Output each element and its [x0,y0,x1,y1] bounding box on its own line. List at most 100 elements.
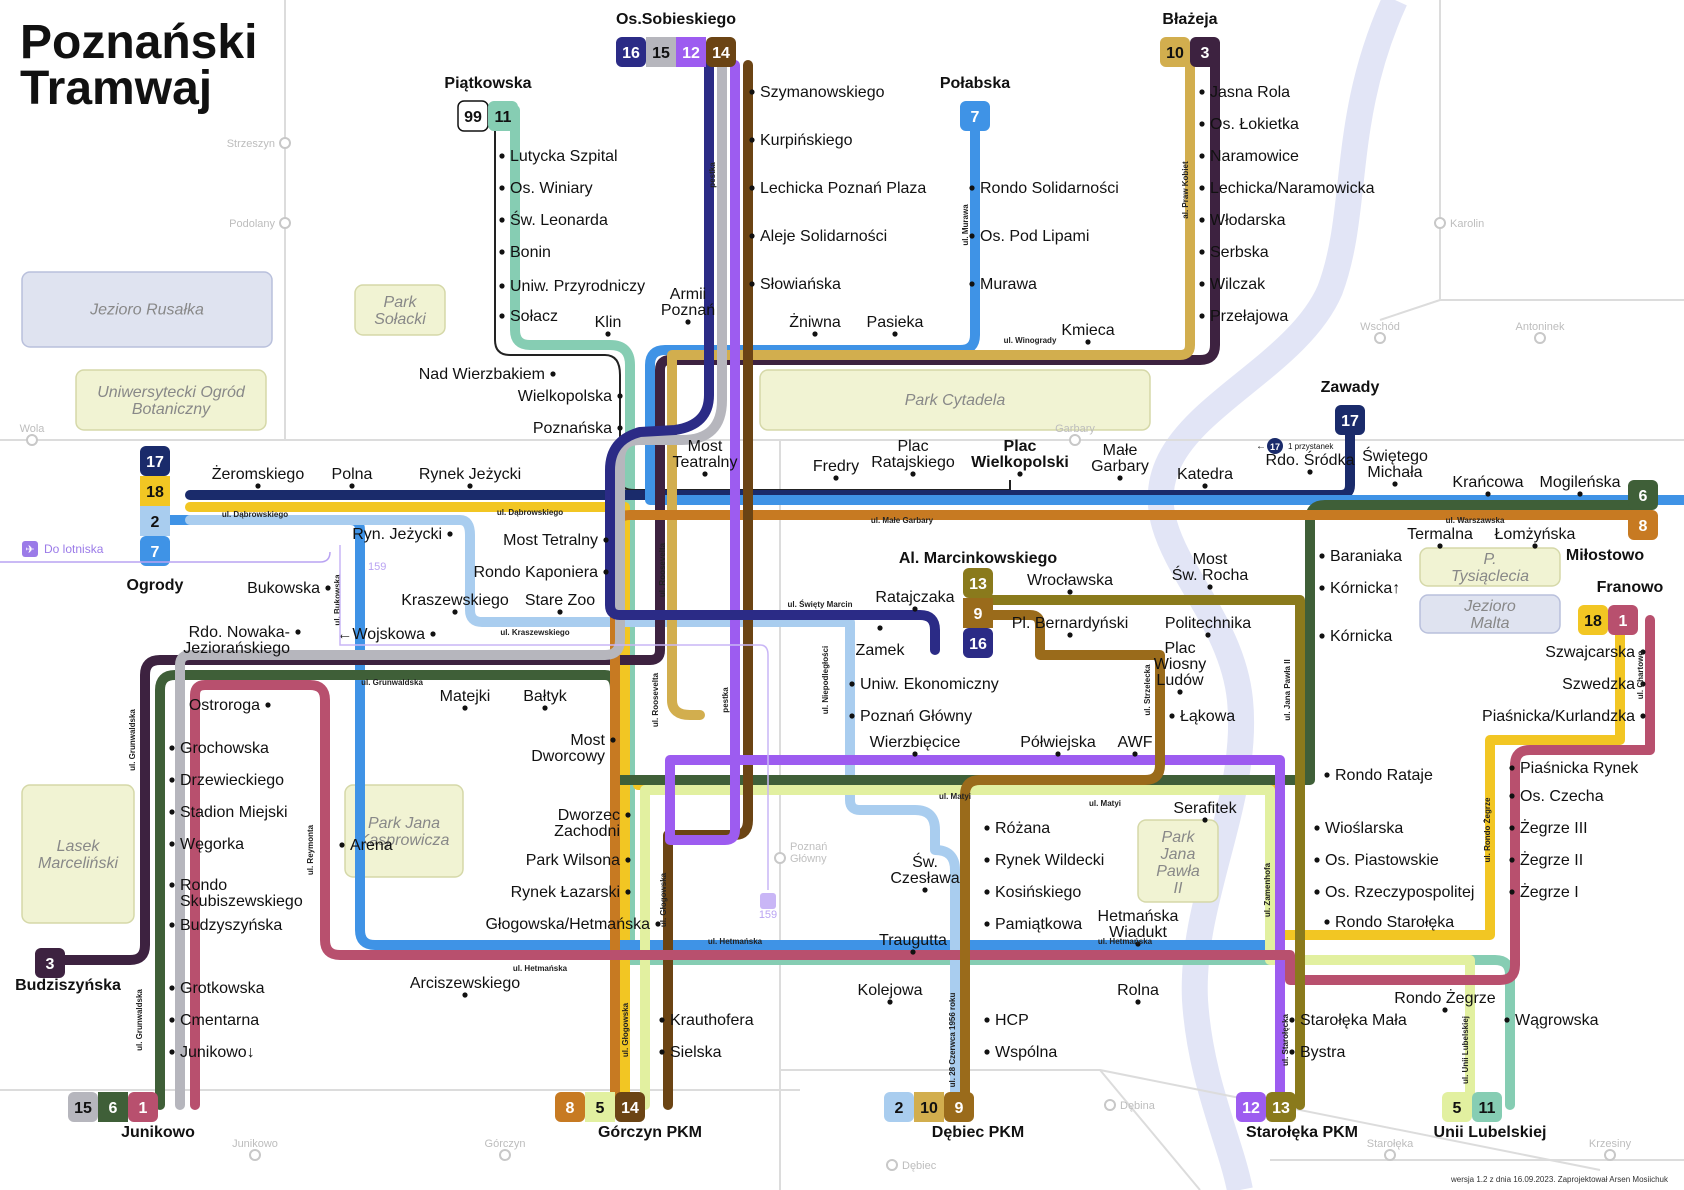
stop-rolna[interactable]: Rolna [1117,982,1159,1005]
stop-bukowska[interactable]: Bukowska [247,580,331,597]
stop-rdo-nowaka-jezioranskiego[interactable]: Rdo. Nowaka-Jeziorańskiego [183,624,301,657]
stop-kurpinskiego[interactable]: Kurpińskiego [749,132,853,149]
stop-pl-bernardynski[interactable]: Pl. Bernardyński [1012,615,1129,638]
stop-rondo-solidarnosci[interactable]: Rondo Solidarności [969,180,1119,197]
line-badge-7[interactable]: 7 [140,536,170,566]
stop-w-odarska[interactable]: Włodarska [1199,212,1286,229]
line-badge-5[interactable]: 5 [585,1092,615,1122]
stop-s-owianska[interactable]: Słowiańska [749,276,841,293]
line-badge-12[interactable]: 12 [1236,1092,1266,1122]
stop-poznan-g-owny[interactable]: Poznań Główny [849,708,972,725]
stop-zamek[interactable]: Zamek [856,625,906,659]
stop-sw-leonarda[interactable]: Św. Leonarda [499,210,608,229]
stop-naramowice[interactable]: Naramowice [1199,148,1299,165]
stop-kosinskiego[interactable]: Kosińskiego [984,884,1081,901]
stop-drzewieckiego[interactable]: Drzewieckiego [169,772,284,789]
stop-ostroroga[interactable]: Ostroroga [189,697,271,714]
stop-traugutta[interactable]: Traugutta [879,932,947,955]
stop-wroc-awska[interactable]: Wrocławska [1027,572,1113,595]
stop-murawa[interactable]: Murawa [969,276,1037,293]
stop-pamiatkowa[interactable]: Pamiątkowa [984,916,1082,933]
stop-zniwna[interactable]: Żniwna [789,312,841,337]
stop-po-wiejska[interactable]: Półwiejska [1020,734,1096,757]
stop-os-okietka[interactable]: Os. Łokietka [1199,116,1299,133]
stop-termalna[interactable]: Termalna [1407,526,1473,549]
line-badge-15[interactable]: 15 [68,1092,98,1122]
stop-rondo-kaponiera[interactable]: Rondo Kaponiera [473,564,609,581]
line-badge-2[interactable]: 2 [140,506,170,536]
stop-katedra[interactable]: Katedra [1177,466,1233,489]
stop-mogilenska[interactable]: Mogileńska [1540,474,1621,497]
line-badge-3[interactable]: 3 [1190,37,1220,67]
line-badge-9[interactable]: 9 [963,598,993,628]
stop-zeromskiego[interactable]: Żeromskiego [212,464,305,489]
stop-szwajcarska[interactable]: Szwajcarska [1545,644,1646,661]
line-badge-7[interactable]: 7 [960,101,990,131]
line-badge-99[interactable]: 99 [457,100,489,132]
stop-arciszewskiego[interactable]: Arciszewskiego [410,975,520,998]
line-badge-6[interactable]: 6 [1628,480,1658,510]
stop-rynek-azarski[interactable]: Rynek Łazarski [511,884,631,901]
line-badge-8[interactable]: 8 [1628,510,1658,540]
stop-lechicka-poznan-plaza[interactable]: Lechicka Poznań Plaza [749,180,926,197]
stop-budzyszynska[interactable]: Budzyszyńska [169,917,282,934]
stop-arena[interactable]: Arena [339,837,393,854]
stop-g-ogowska-hetmanska[interactable]: Głogowska/Hetmańska [485,916,661,933]
stop-rondo-rataje[interactable]: Rondo Rataje [1324,767,1433,784]
stop-sw-czes-awa[interactable]: Św.Czesława [890,852,960,893]
stop-jasna-rola[interactable]: Jasna Rola [1199,84,1290,101]
stop-park-wilsona[interactable]: Park Wilsona [526,852,631,869]
stop-kornicka[interactable]: Kórnicka [1319,628,1392,645]
stop-ratajczaka[interactable]: Ratajczaka [875,589,955,612]
line-badge-9[interactable]: 9 [944,1092,974,1122]
stop-poznanska[interactable]: Poznańska [533,420,623,437]
stop-os-piastowskie[interactable]: Os. Piastowskie [1314,852,1439,869]
line-badge-3[interactable]: 3 [35,948,65,978]
line-badge-10[interactable]: 10 [1160,37,1190,67]
line-badge-17[interactable]: 17 [140,446,170,476]
stop-matejki[interactable]: Matejki [440,688,491,711]
stop-fredry[interactable]: Fredry [813,458,859,481]
line-badge-13[interactable]: 13 [1266,1092,1296,1122]
line-badge-18[interactable]: 18 [140,476,170,506]
stop-serafitek[interactable]: Serafitek [1173,800,1238,823]
stop-os-rzeczypospolitej[interactable]: Os. Rzeczypospolitej [1314,884,1474,901]
stop-wierzbiecice[interactable]: Wierzbięcice [870,734,961,757]
stop-rondo-staro-eka[interactable]: Rondo Starołęka [1324,914,1454,931]
line-badge-16[interactable]: 16 [616,37,646,67]
stop-wioslarska[interactable]: Wioślarska [1314,820,1403,837]
stop-os-czecha[interactable]: Os. Czecha [1509,788,1604,805]
line-badge-11[interactable]: 11 [1472,1092,1502,1122]
stop-ba-tyk[interactable]: Bałtyk [523,688,568,711]
stop-kmieca[interactable]: Kmieca [1061,322,1115,345]
stop-cmentarna[interactable]: Cmentarna [169,1012,259,1029]
line-badge-14[interactable]: 14 [615,1092,645,1122]
stop-uniw-ekonomiczny[interactable]: Uniw. Ekonomiczny [849,676,999,693]
stop-rdo-srodka[interactable]: Rdo. Śródka [1266,450,1355,475]
line-badge-16[interactable]: 16 [963,628,993,658]
line-badge-8[interactable]: 8 [555,1092,585,1122]
stop-krauthofera[interactable]: Krauthofera [659,1012,754,1029]
stop-rondo-zegrze[interactable]: Rondo Żegrze [1394,988,1496,1013]
stop-klin[interactable]: Klin [595,314,622,337]
line-badge-18[interactable]: 18 [1578,605,1608,635]
stop-ryn-jezycki[interactable]: Ryn. Jeżycki [352,526,453,543]
